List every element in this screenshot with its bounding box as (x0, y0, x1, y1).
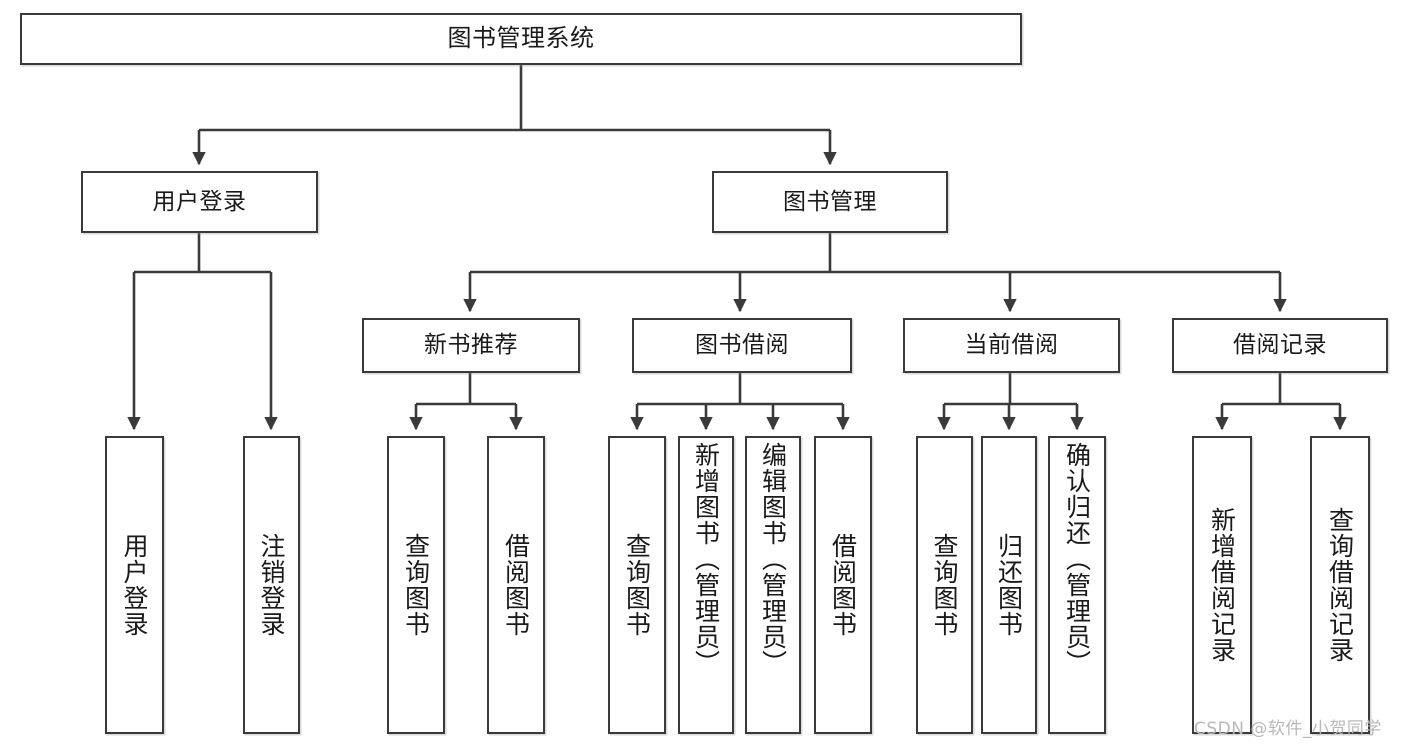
node-current-borrow[interactable]: 当前借阅 (903, 318, 1120, 373)
node-label: 用户登录 (152, 188, 247, 215)
node-label: 新增图书（管理员） (691, 442, 721, 676)
node-leaf-confirm-return-admin[interactable]: 确认归还（管理员） (1048, 436, 1106, 734)
node-leaf-query-book-2[interactable]: 查询图书 (608, 436, 666, 734)
node-leaf-logout-login[interactable]: 注销登录 (243, 436, 300, 734)
node-label: 编辑图书（管理员） (758, 442, 788, 676)
node-label: 归还图书 (994, 533, 1024, 637)
node-leaf-query-borrow-record[interactable]: 查询借阅记录 (1310, 436, 1370, 734)
node-book-borrow[interactable]: 图书借阅 (632, 318, 852, 373)
node-book-manage[interactable]: 图书管理 (712, 171, 948, 233)
node-borrow-record[interactable]: 借阅记录 (1172, 318, 1388, 373)
node-label: 用户登录 (120, 533, 149, 637)
node-label: 查询图书 (401, 533, 431, 637)
node-leaf-add-borrow-record[interactable]: 新增借阅记录 (1192, 436, 1252, 734)
node-leaf-borrow-book-1[interactable]: 借阅图书 (487, 436, 545, 734)
node-label: 注销登录 (257, 533, 286, 637)
node-leaf-query-book-3[interactable]: 查询图书 (916, 436, 973, 734)
node-leaf-return-book[interactable]: 归还图书 (981, 436, 1037, 734)
node-user-login[interactable]: 用户登录 (81, 171, 318, 233)
node-label: 查询图书 (622, 533, 652, 637)
node-label: 图书借阅 (695, 332, 789, 359)
node-new-book-recommend[interactable]: 新书推荐 (362, 318, 580, 373)
csdn-watermark: CSDN @软件_小贺同学 (1194, 719, 1382, 739)
node-label: 新书推荐 (424, 332, 518, 359)
node-label: 图书管理 (783, 188, 877, 215)
node-label: 新增借阅记录 (1207, 507, 1237, 663)
node-leaf-edit-book-admin[interactable]: 编辑图书（管理员） (745, 436, 801, 734)
node-leaf-add-book-admin[interactable]: 新增图书（管理员） (678, 436, 734, 734)
node-label: 查询图书 (930, 533, 959, 637)
node-label: 当前借阅 (964, 332, 1059, 359)
node-root-system[interactable]: 图书管理系统 (20, 13, 1022, 65)
node-label: 借阅记录 (1233, 332, 1327, 359)
node-leaf-user-login[interactable]: 用户登录 (105, 436, 164, 734)
node-label: 图书管理系统 (447, 24, 595, 53)
node-label: 借阅图书 (501, 533, 531, 637)
node-leaf-query-book-1[interactable]: 查询图书 (387, 436, 445, 734)
node-label: 借阅图书 (828, 533, 858, 637)
node-label: 查询借阅记录 (1325, 507, 1355, 663)
node-label: 确认归还（管理员） (1062, 442, 1092, 676)
node-leaf-borrow-book-2[interactable]: 借阅图书 (814, 436, 872, 734)
